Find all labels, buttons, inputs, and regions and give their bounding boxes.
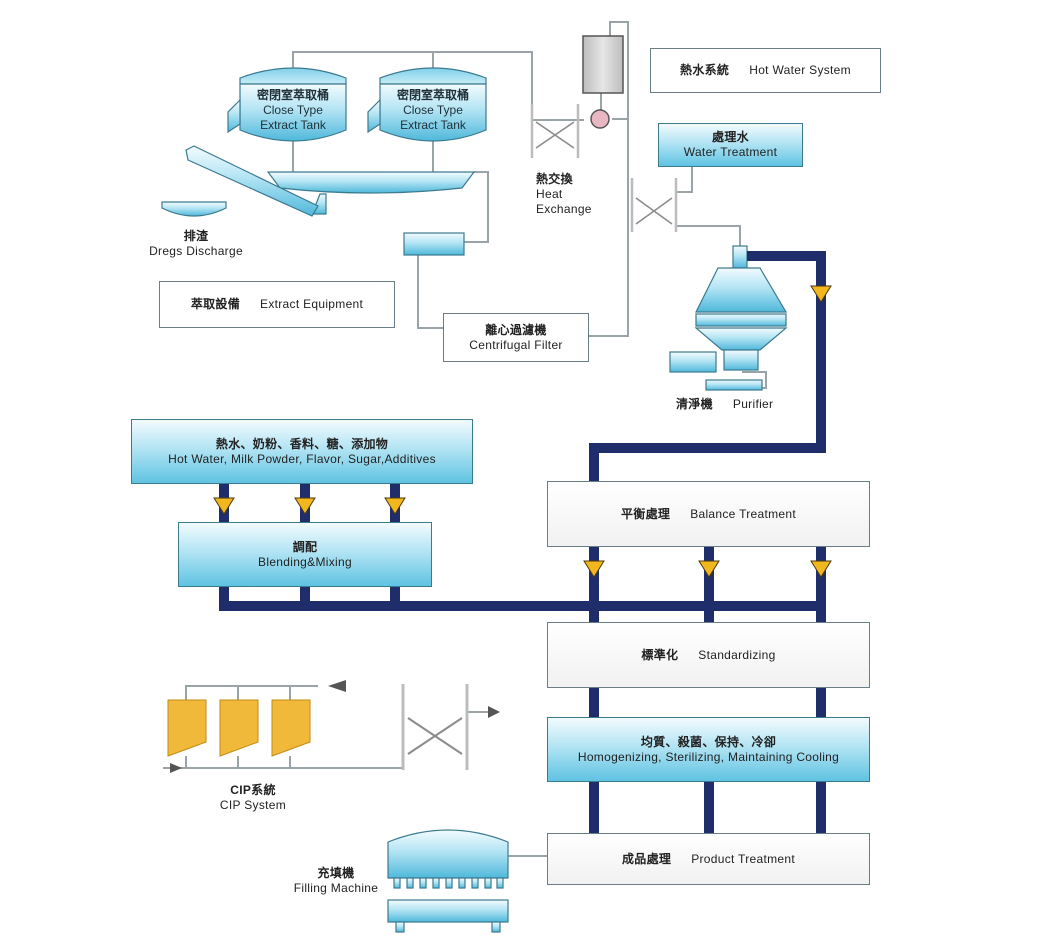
ingredients-box: 熱水、奶粉、香料、糖、添加物 Hot Water, Milk Powder, F… bbox=[131, 419, 473, 484]
cip-tanks bbox=[167, 699, 311, 757]
blending-mixing-box: 調配 Blending&Mixing bbox=[178, 522, 432, 587]
purifier-shape bbox=[669, 245, 788, 391]
homogenizing-box: 均質、殺菌、保持、冷卻 Homogenizing, Sterilizing, M… bbox=[547, 717, 870, 782]
cip-tank-3 bbox=[271, 699, 311, 757]
dregs-screw-conveyor bbox=[185, 145, 476, 217]
water-treatment-box: 處理水 Water Treatment bbox=[658, 123, 803, 167]
balance-treatment-box: 平衡處理 Balance Treatment bbox=[547, 481, 870, 547]
heat-exchanger-icon-2 bbox=[630, 178, 678, 232]
extract-tank-1-label: 密閉室萃取桶 Close Type Extract Tank bbox=[256, 88, 329, 132]
product-treatment-box: 成品處理 Product Treatment bbox=[547, 833, 870, 885]
flow-arrow bbox=[294, 497, 316, 515]
cip-tank-2 bbox=[219, 699, 259, 757]
extract-tank-2-shape bbox=[367, 67, 487, 142]
hot-water-system-box: 熱水系統 Hot Water System bbox=[650, 48, 881, 93]
dregs-bin bbox=[161, 201, 227, 217]
cip-return-arrow bbox=[328, 680, 346, 692]
cip-system-label: CIP系統 CIP System bbox=[219, 783, 287, 812]
flow-arrows bbox=[213, 285, 832, 578]
filling-machine-shape bbox=[387, 829, 509, 933]
flow-arrow bbox=[213, 497, 235, 515]
filling-machine-label: 充填機 Filling Machine bbox=[293, 866, 379, 895]
thin-pipes bbox=[163, 21, 767, 857]
flow-arrow bbox=[810, 285, 832, 303]
purifier-label: 清淨機 Purifier bbox=[676, 397, 774, 411]
centrifugal-filter-box: 離心過濾機 Centrifugal Filter bbox=[443, 313, 589, 362]
cip-heat-exchanger-icon bbox=[401, 684, 469, 770]
pump-icon bbox=[590, 109, 610, 129]
flow-arrow bbox=[384, 497, 406, 515]
cip-tank-1 bbox=[167, 699, 207, 757]
small-filter-box bbox=[403, 232, 465, 256]
dregs-discharge-label: 排渣 Dregs Discharge bbox=[149, 229, 243, 258]
main-process-pipes bbox=[219, 251, 826, 834]
extract-tank-1-shape bbox=[227, 67, 347, 142]
cip-in-arrow bbox=[170, 763, 182, 773]
extract-equipment-box: 萃取設備 Extract Equipment bbox=[159, 281, 395, 328]
hot-water-tank bbox=[582, 35, 624, 94]
heat-exchanger-icon-1 bbox=[530, 104, 580, 158]
standardizing-box: 標準化 Standardizing bbox=[547, 622, 870, 688]
cip-out-arrow bbox=[488, 706, 500, 718]
heat-exchange-label: 熱交換 Heat Exchange bbox=[536, 172, 592, 216]
flow-arrow bbox=[698, 560, 720, 578]
extract-tank-2-label: 密閉室萃取桶 Close Type Extract Tank bbox=[396, 88, 469, 132]
flow-arrow bbox=[583, 560, 605, 578]
flow-arrow bbox=[810, 560, 832, 578]
